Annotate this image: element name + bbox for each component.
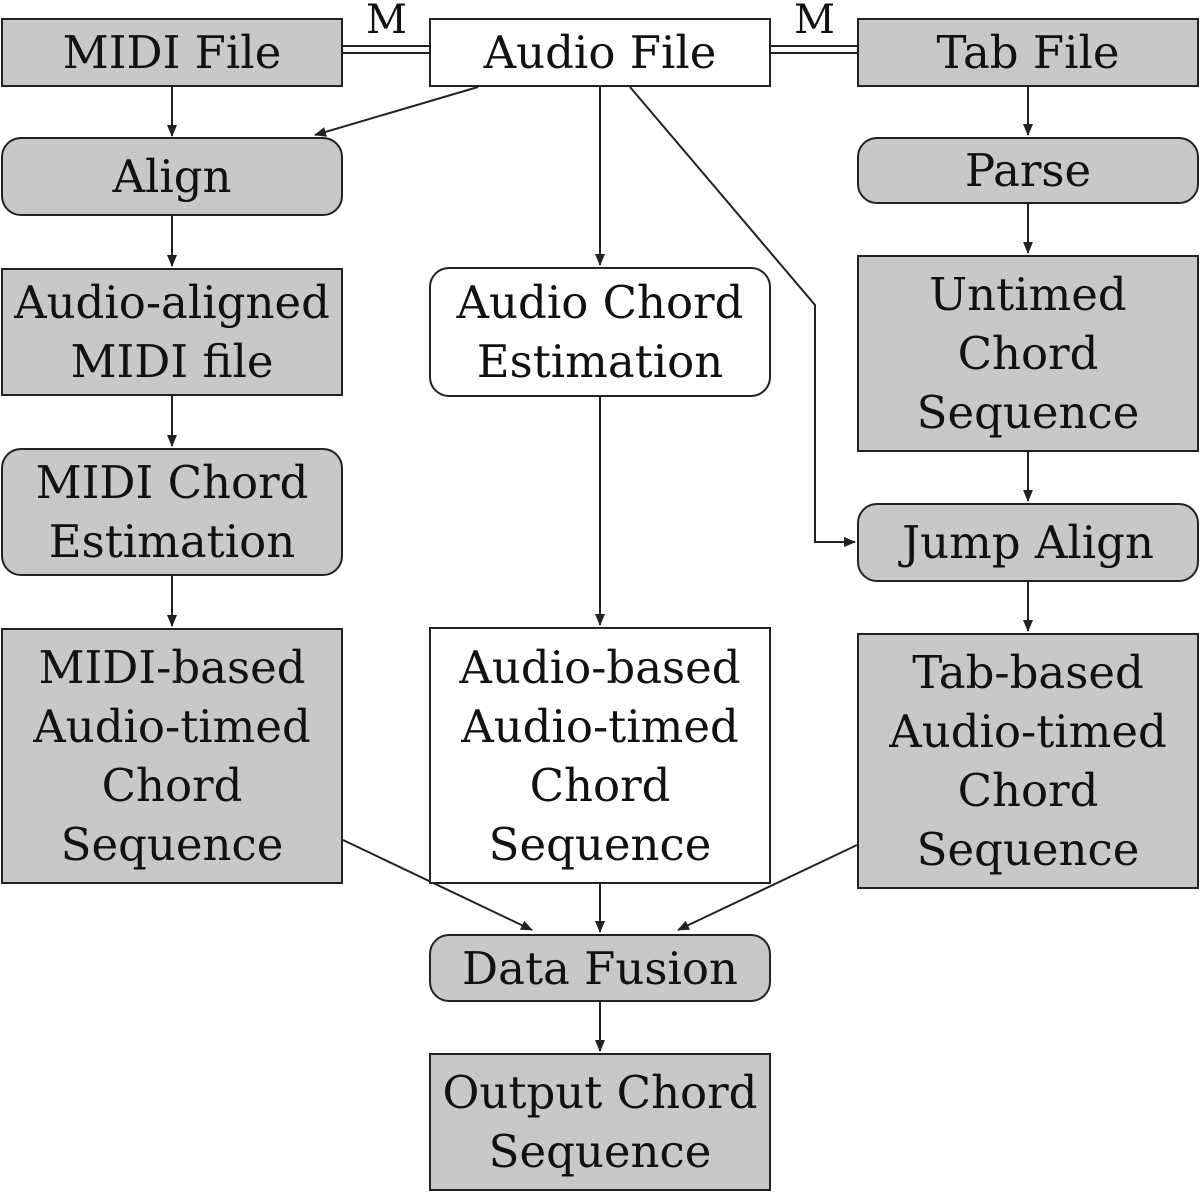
audio-tab-link (771, 45, 857, 54)
jump-align-node: Jump Align (857, 503, 1199, 582)
audio-based-sequence-node: Audio-based Audio-timed Chord Sequence (429, 627, 771, 884)
midi-file-node: MIDI File (1, 18, 343, 87)
arrow-midi-sequence-to-fusion (342, 839, 533, 931)
tab-based-sequence-label: Tab-based Audio-timed Chord Sequence (889, 646, 1167, 876)
midi-file-label: MIDI File (62, 26, 282, 79)
audio-file-label: Audio File (483, 26, 717, 79)
jump-align-label: Jump Align (902, 516, 1154, 569)
midi-audio-multiplicity-label: M (366, 0, 407, 43)
parse-node: Parse (857, 137, 1199, 204)
align-node: Align (1, 137, 343, 216)
audio-aligned-midi-label: Audio-aligned MIDI file (14, 276, 330, 388)
midi-based-sequence-node: MIDI-based Audio-timed Chord Sequence (1, 628, 343, 884)
arrow-audio-to-align (314, 86, 479, 137)
tab-file-node: Tab File (857, 18, 1199, 87)
output-chord-sequence-node: Output Chord Sequence (429, 1053, 771, 1191)
midi-audio-link (343, 45, 429, 54)
audio-chord-estimation-label: Audio Chord Estimation (456, 276, 744, 388)
arrow-audio-to-jump-align (629, 86, 856, 547)
midi-chord-estimation-node: MIDI Chord Estimation (1, 448, 343, 576)
parse-label: Parse (964, 144, 1092, 197)
arrow-tab-sequence-to-fusion (677, 844, 858, 931)
output-chord-sequence-label: Output Chord Sequence (442, 1066, 758, 1178)
data-fusion-label: Data Fusion (462, 941, 738, 995)
data-fusion-node: Data Fusion (429, 934, 771, 1002)
align-label: Align (112, 150, 232, 203)
untimed-chord-sequence-node: Untimed Chord Sequence (857, 255, 1199, 452)
audio-tab-multiplicity-label: M (794, 0, 835, 43)
tab-based-sequence-node: Tab-based Audio-timed Chord Sequence (857, 633, 1199, 889)
audio-aligned-midi-node: Audio-aligned MIDI file (1, 268, 343, 396)
audio-based-sequence-label: Audio-based Audio-timed Chord Sequence (459, 640, 741, 871)
untimed-chord-sequence-label: Untimed Chord Sequence (916, 268, 1140, 439)
tab-file-label: Tab File (936, 26, 1120, 79)
midi-based-sequence-label: MIDI-based Audio-timed Chord Sequence (33, 641, 311, 871)
midi-chord-estimation-label: MIDI Chord Estimation (35, 456, 309, 568)
audio-file-node: Audio File (429, 18, 771, 87)
audio-chord-estimation-node: Audio Chord Estimation (429, 267, 771, 397)
